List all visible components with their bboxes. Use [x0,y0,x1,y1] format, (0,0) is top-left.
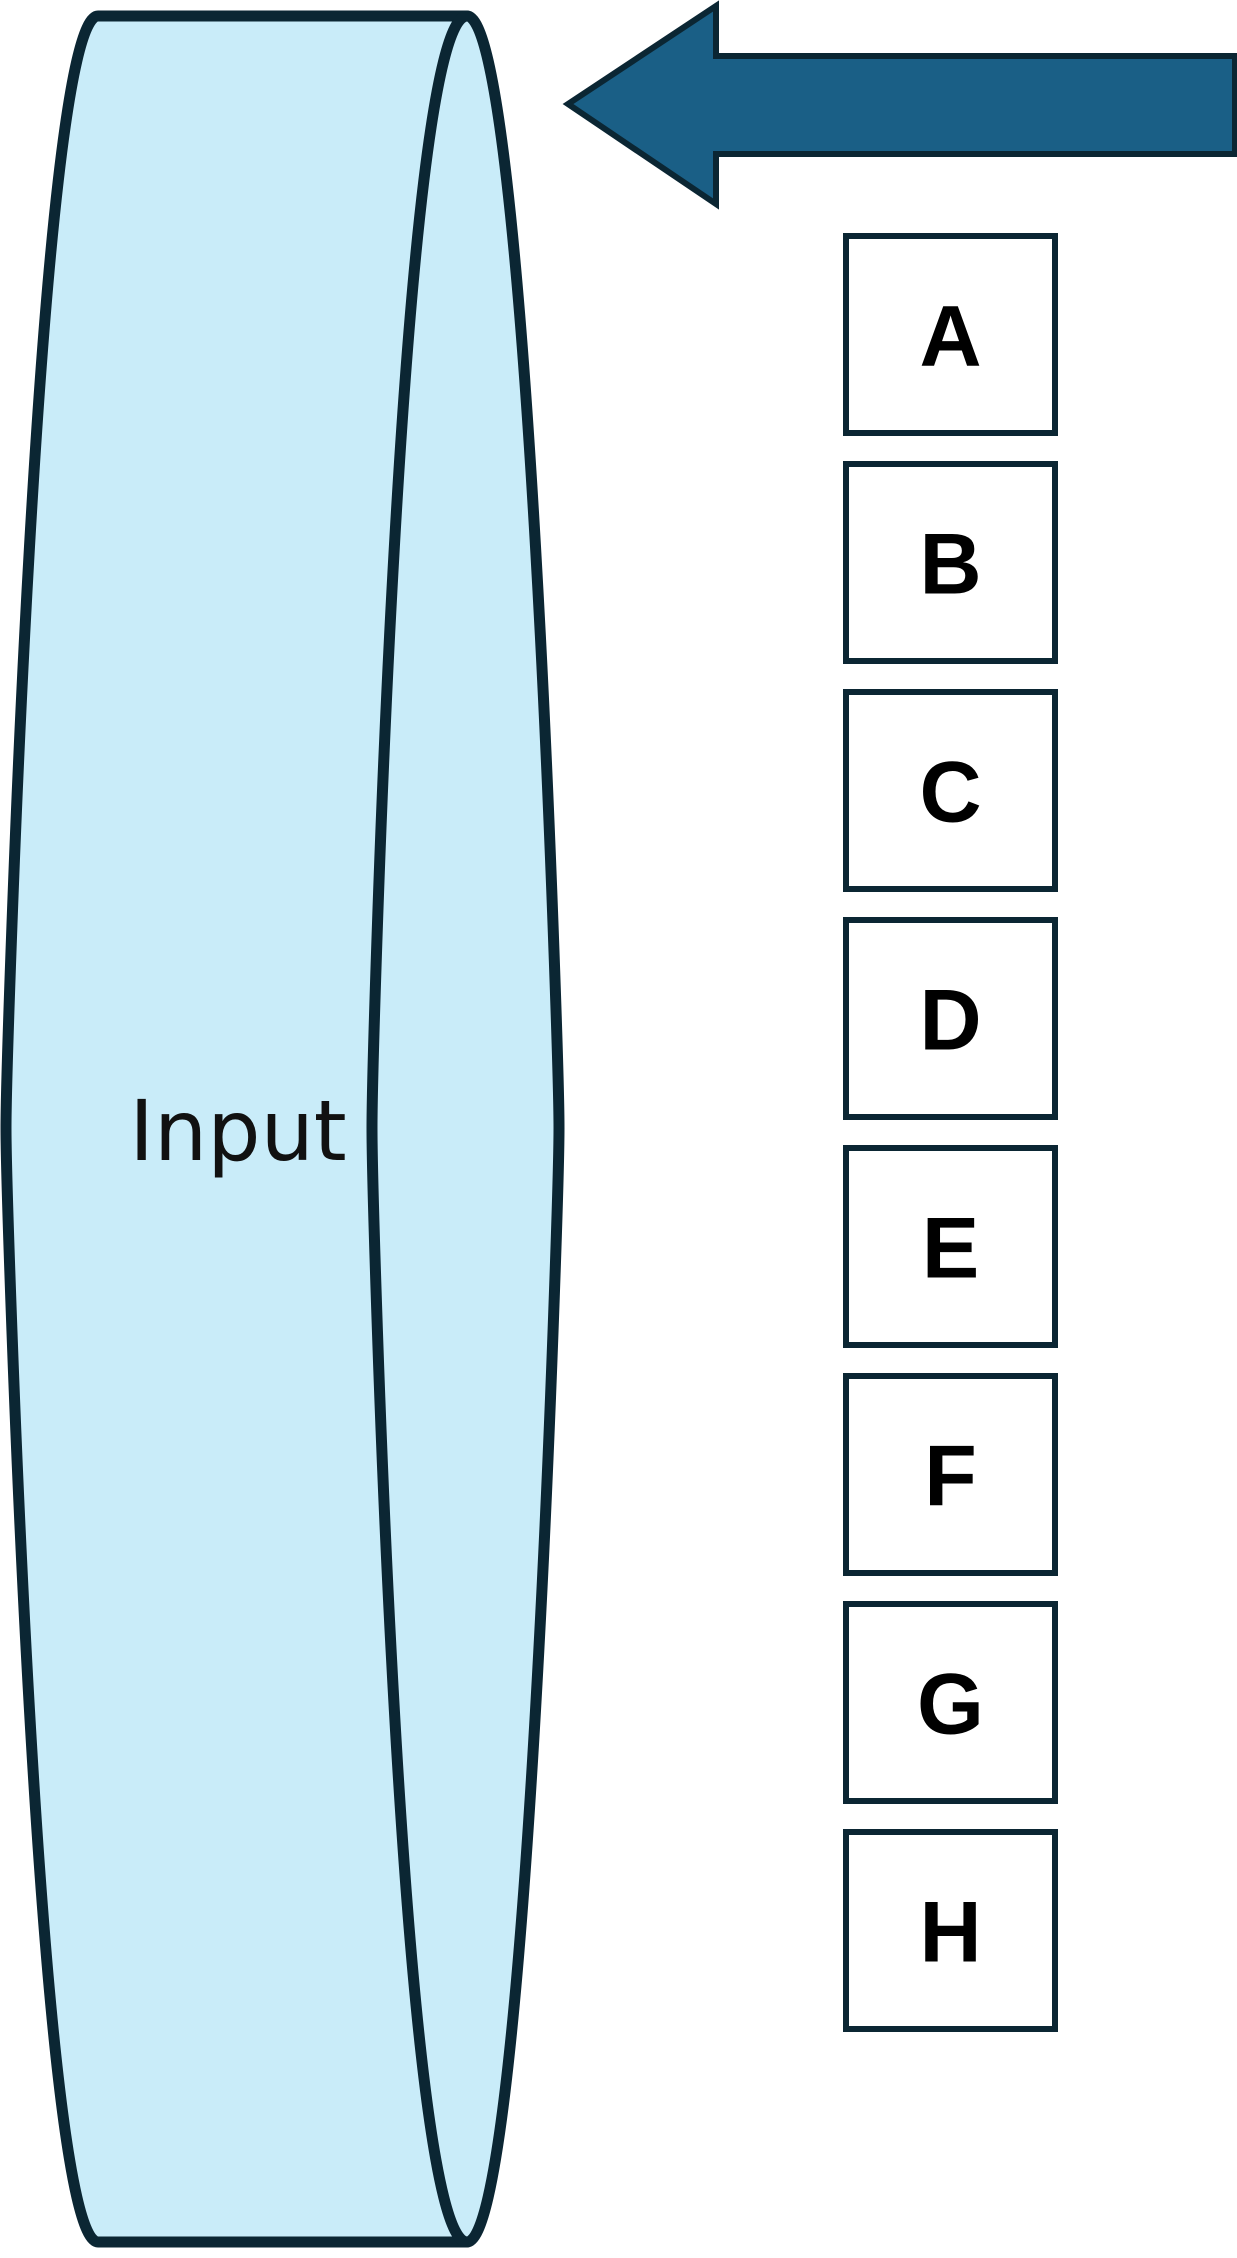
box-frame [843,233,1058,436]
box-frame [843,917,1058,1120]
box-frame [843,1601,1058,1804]
box-label: F [924,1429,977,1525]
letter-boxes: A B C D E F G H [843,233,1058,2032]
box-label: C [919,745,981,841]
box-a: A [843,233,1058,436]
box-label: D [919,973,981,1069]
box-g: G [843,1601,1058,1804]
box-label: A [919,289,981,385]
box-label: B [919,517,981,613]
box-f: F [843,1373,1058,1576]
box-label: G [917,1657,984,1753]
box-c: C [843,689,1058,892]
box-frame [843,689,1058,892]
box-h: H [843,1829,1058,2032]
box-frame [843,1373,1058,1576]
box-e: E [843,1145,1058,1348]
box-frame [843,1145,1058,1348]
box-d: D [843,917,1058,1120]
box-label: H [919,1885,981,1981]
box-b: B [843,461,1058,664]
input-label: Input [129,1082,347,1180]
box-frame [843,461,1058,664]
cylinder-face-edge [366,10,473,2248]
box-label: E [922,1201,979,1297]
box-frame [843,1829,1058,2032]
left-arrow [562,0,1237,210]
input-cylinder: Input [0,10,565,2248]
